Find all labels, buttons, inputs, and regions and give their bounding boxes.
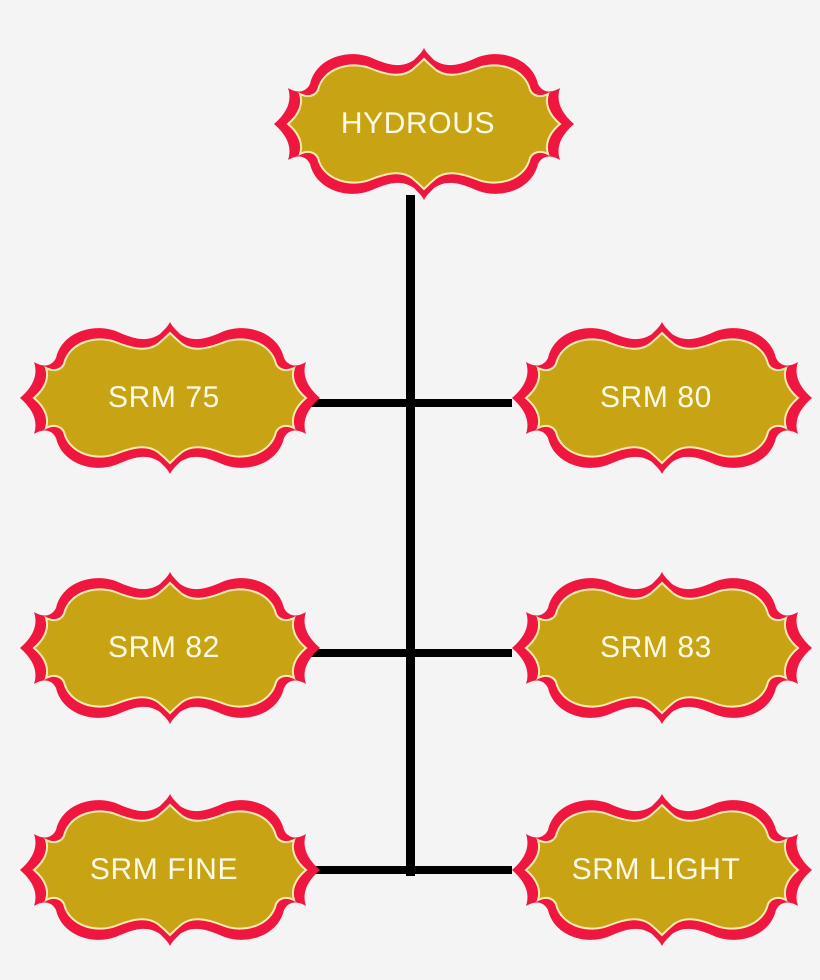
cartouche-shape-srm-82	[20, 572, 320, 724]
cartouche-shape-srm-80	[512, 322, 812, 474]
connector-branch-row2-left	[308, 649, 410, 657]
node-srm-82[interactable]: SRM 82	[8, 562, 320, 734]
node-hydrous[interactable]: HYDROUS	[262, 38, 574, 210]
connector-branch-row3-left	[308, 866, 410, 874]
connector-trunk-vertical	[406, 195, 415, 876]
node-srm-80[interactable]: SRM 80	[500, 312, 812, 484]
connector-branch-row2-right	[410, 649, 512, 657]
cartouche-shape-srm-75	[20, 322, 320, 474]
node-srm-light[interactable]: SRM LIGHT	[500, 784, 812, 956]
connector-branch-row1-right	[410, 399, 512, 407]
cartouche-shape-hydrous	[274, 48, 574, 200]
node-srm-fine[interactable]: SRM FINE	[8, 784, 320, 956]
cartouche-shape-srm-83	[512, 572, 812, 724]
cartouche-shape-srm-fine	[20, 794, 320, 946]
cartouche-shape-srm-light	[512, 794, 812, 946]
node-srm-75[interactable]: SRM 75	[8, 312, 320, 484]
connector-branch-row1-left	[308, 399, 410, 407]
node-srm-83[interactable]: SRM 83	[500, 562, 812, 734]
connector-branch-row3-right	[410, 866, 512, 874]
